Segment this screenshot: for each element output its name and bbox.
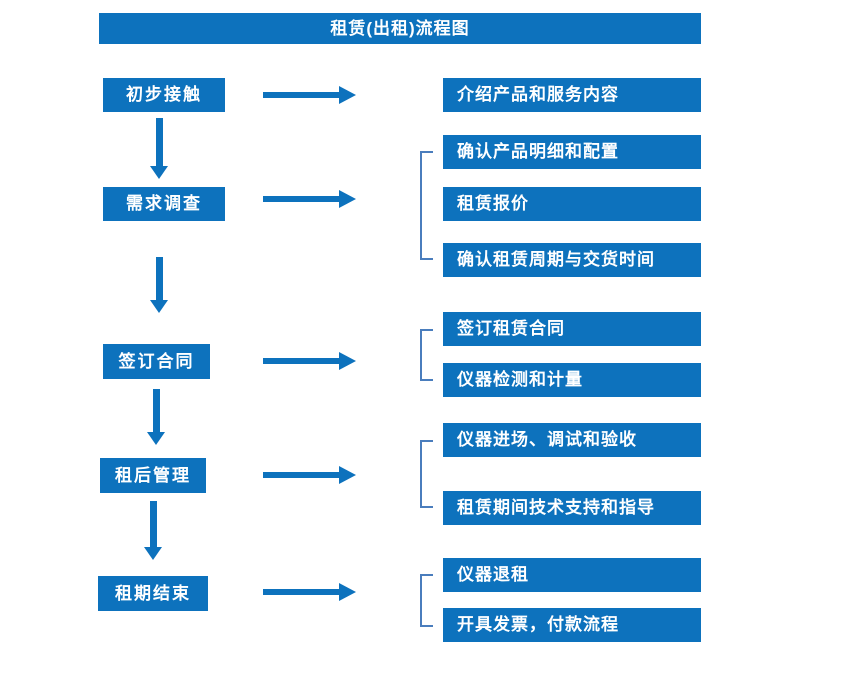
- stage-box-post-rental-management: 租后管理: [100, 458, 206, 493]
- arrow-right-icon: [263, 352, 356, 370]
- group-bracket-icon: [420, 329, 433, 381]
- arrow-down-icon: [150, 118, 168, 179]
- stage-box-demand-survey: 需求调查: [103, 187, 225, 221]
- output-box-confirm-product-details-config: 确认产品明细和配置: [443, 135, 701, 169]
- output-box-invoice-payment-process: 开具发票，付款流程: [443, 608, 701, 642]
- group-bracket-icon: [420, 574, 433, 627]
- output-box-sign-rental-contract: 签订租赁合同: [443, 312, 701, 346]
- arrow-right-icon: [263, 466, 356, 484]
- arrow-down-icon: [147, 389, 165, 445]
- output-box-technical-support-during-rental: 租赁期间技术支持和指导: [443, 491, 701, 525]
- output-box-confirm-rental-period-delivery: 确认租赁周期与交货时间: [443, 243, 701, 277]
- output-box-instrument-return: 仪器退租: [443, 558, 701, 592]
- group-bracket-icon: [420, 440, 433, 508]
- arrow-down-icon: [144, 501, 162, 560]
- arrow-right-icon: [263, 86, 356, 104]
- stage-box-sign-contract: 签订合同: [103, 344, 210, 379]
- page-title: 租赁(出租)流程图: [99, 13, 701, 44]
- group-bracket-icon: [420, 151, 433, 260]
- output-box-rental-quotation: 租赁报价: [443, 187, 701, 221]
- stage-box-rental-end: 租期结束: [98, 576, 208, 611]
- stage-box-initial-contact: 初步接触: [103, 78, 225, 112]
- output-box-instrument-entry-commissioning-acceptance: 仪器进场、调试和验收: [443, 423, 701, 457]
- arrow-down-icon: [150, 257, 168, 313]
- arrow-right-icon: [263, 583, 356, 601]
- output-box-instrument-testing-metering: 仪器检测和计量: [443, 363, 701, 397]
- arrow-right-icon: [263, 190, 356, 208]
- output-box-introduce-products-services: 介绍产品和服务内容: [443, 78, 701, 112]
